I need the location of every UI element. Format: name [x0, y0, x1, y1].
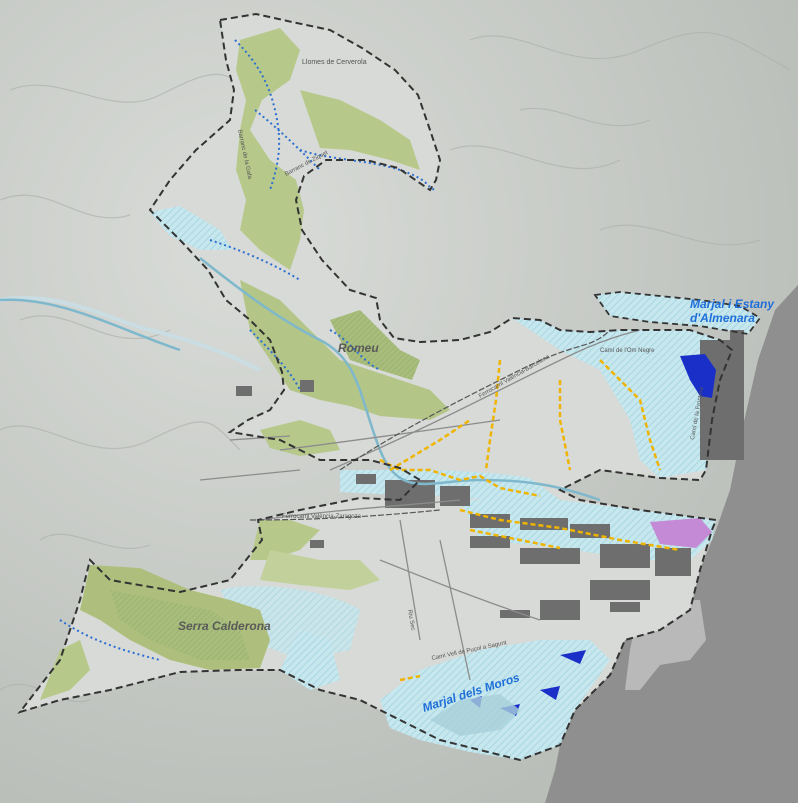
palancia-river-background [0, 296, 261, 372]
label-serra-calderona: Serra Calderona [178, 619, 271, 633]
almenara-enclave-boundary [593, 291, 762, 335]
ecological-routes [379, 359, 681, 682]
label-ferrocarril-zaragoza: Ferrocarril València-Zaragoza [282, 514, 362, 520]
terrain-relief [0, 32, 791, 703]
label-cerverola: Llomes de Cerverola [302, 59, 367, 66]
marsh-vegetation [430, 694, 520, 736]
label-cami-om-negre: Camí de l'Om Negre [600, 348, 655, 354]
label-marjal-almenara-line2: d'Almenara [690, 311, 755, 325]
railway-lines [249, 329, 611, 521]
rivers [0, 257, 601, 502]
vegetation-areas [40, 28, 450, 700]
label-riu-sec: Riu Sec [406, 609, 416, 631]
special-protection-zone [650, 518, 712, 548]
label-marjal-almenara-line1: Marjal i Estany [690, 297, 775, 311]
ravines [59, 39, 436, 661]
municipal-boundary [17, 12, 734, 762]
sea [545, 285, 798, 803]
label-romeu: Romeu [338, 341, 379, 355]
transport-lines [199, 329, 641, 681]
